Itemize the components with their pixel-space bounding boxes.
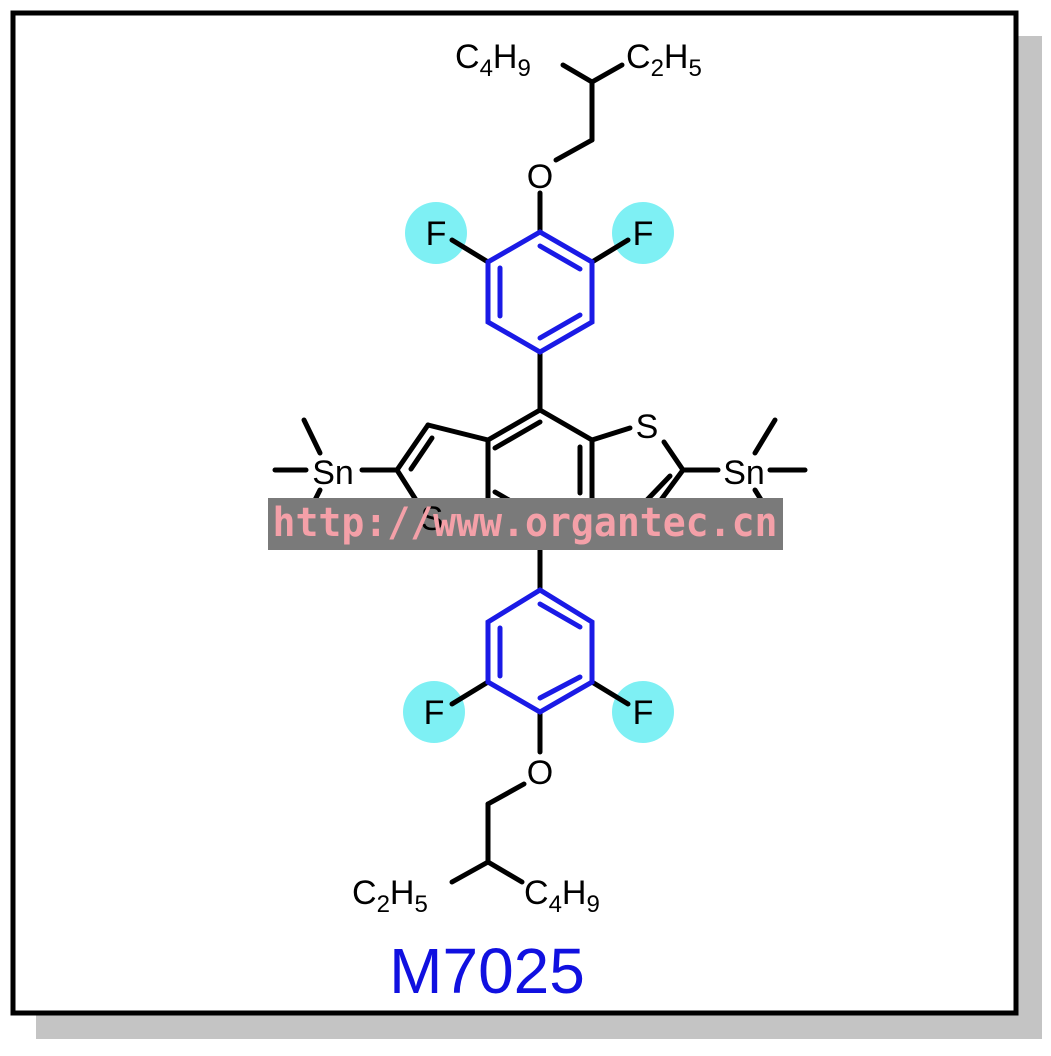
f-highlight-bottom-right — [612, 681, 674, 743]
f-highlight-top-left — [405, 202, 467, 264]
atom-labels: C4H9 C2H5 O F F S Sn Sn S F F O C2H5 C4H… — [312, 38, 765, 918]
f-highlight-top-right — [612, 202, 674, 264]
top-phenyl-ring — [485, 229, 595, 355]
f-highlight-bottom-left — [403, 681, 465, 743]
bottom-phenyl-ring — [485, 587, 595, 715]
phenyl-rings — [485, 229, 595, 715]
tin-left-label: Sn — [312, 454, 354, 492]
top-chain-left-label: C4H9 — [455, 38, 531, 82]
sulfur-left-label: S — [421, 500, 444, 538]
fluorine-bottom-right-label: F — [633, 694, 654, 732]
bottom-chain-left-label: C2H5 — [352, 874, 428, 918]
bottom-chain-right-label: C4H9 — [524, 874, 600, 918]
tin-right-label: Sn — [723, 454, 765, 492]
sulfur-right-label: S — [636, 408, 659, 446]
fluorine-top-right-label: F — [633, 215, 654, 253]
fluorine-highlights — [403, 202, 674, 743]
fluorine-bottom-left-label: F — [424, 694, 445, 732]
fluorine-top-left-label: F — [426, 215, 447, 253]
watermark-text: http://www.organtec.cn — [273, 500, 778, 546]
compound-code: M7025 — [389, 935, 585, 1007]
top-chain-right-label: C2H5 — [626, 38, 702, 82]
oxygen-bottom-label: O — [527, 754, 553, 792]
oxygen-top-label: O — [527, 158, 553, 196]
watermark-band — [268, 498, 783, 550]
